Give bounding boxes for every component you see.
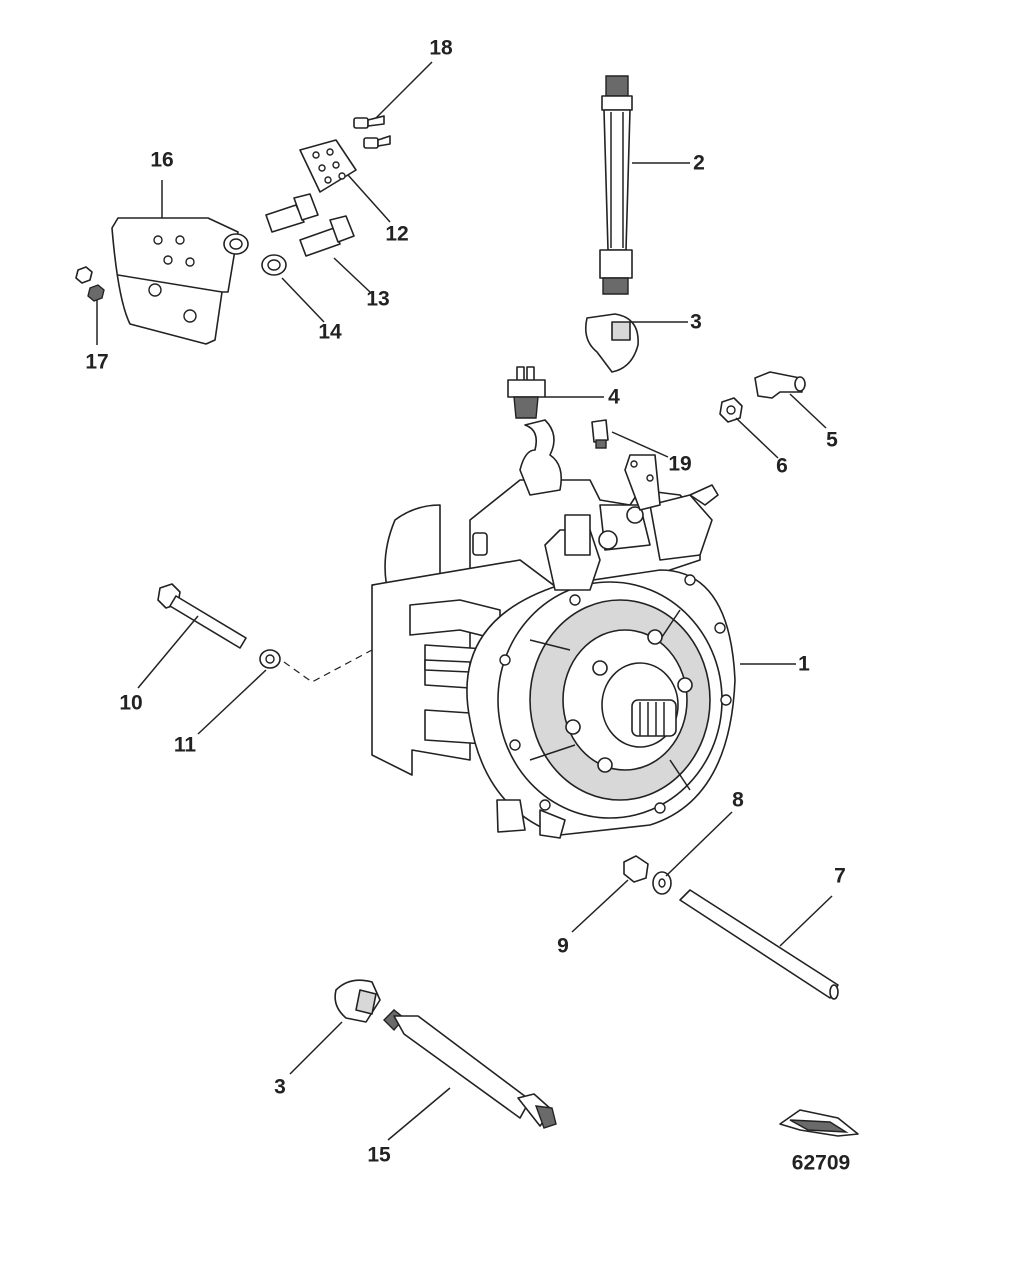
cable-anchor-plate bbox=[299, 139, 357, 193]
callout-13: 13 bbox=[366, 287, 390, 311]
callout-5: 5 bbox=[826, 428, 838, 452]
cable-end-fittings bbox=[265, 193, 355, 257]
callout-9: 9 bbox=[557, 934, 569, 958]
elbow-fitting-small bbox=[754, 371, 806, 399]
cooler-hose-upper bbox=[599, 75, 633, 295]
callout-14: 14 bbox=[318, 320, 342, 344]
washer-8 bbox=[652, 871, 672, 895]
leader-lines bbox=[96, 61, 833, 1141]
figure-number: 62709 bbox=[791, 1151, 851, 1175]
stud-rod bbox=[679, 889, 839, 1000]
nut-9 bbox=[623, 855, 649, 883]
temperature-sender bbox=[507, 366, 546, 419]
callout-10: 10 bbox=[119, 691, 143, 715]
callout-2: 2 bbox=[693, 151, 705, 175]
callout-6: 6 bbox=[776, 454, 788, 478]
callout-12: 12 bbox=[385, 222, 409, 246]
long-bolt bbox=[157, 583, 247, 649]
callout-1: 1 bbox=[798, 652, 810, 676]
callout-3-upper: 3 bbox=[690, 310, 702, 334]
callout-8: 8 bbox=[732, 788, 744, 812]
callout-18: 18 bbox=[429, 36, 453, 60]
callout-19: 19 bbox=[668, 452, 692, 476]
callout-7: 7 bbox=[834, 864, 846, 888]
mounting-bracket-plate bbox=[111, 217, 239, 345]
figure-orientation-icon bbox=[779, 1109, 859, 1137]
cooler-hose-lower bbox=[383, 1009, 557, 1129]
callout-15: 15 bbox=[367, 1143, 391, 1167]
elbow-fitting-lower bbox=[334, 979, 381, 1023]
pressure-switch bbox=[591, 419, 609, 449]
callout-3-lower: 3 bbox=[274, 1075, 286, 1099]
lock-nuts bbox=[75, 266, 105, 302]
callout-11: 11 bbox=[173, 733, 197, 757]
washer-11 bbox=[259, 649, 281, 669]
callout-4: 4 bbox=[608, 385, 620, 409]
lock-washers bbox=[223, 233, 287, 276]
callout-17: 17 bbox=[85, 350, 109, 374]
transmission-housing bbox=[371, 419, 736, 839]
hex-nut bbox=[719, 397, 743, 423]
callout-16: 16 bbox=[150, 148, 174, 172]
screws bbox=[353, 115, 391, 149]
